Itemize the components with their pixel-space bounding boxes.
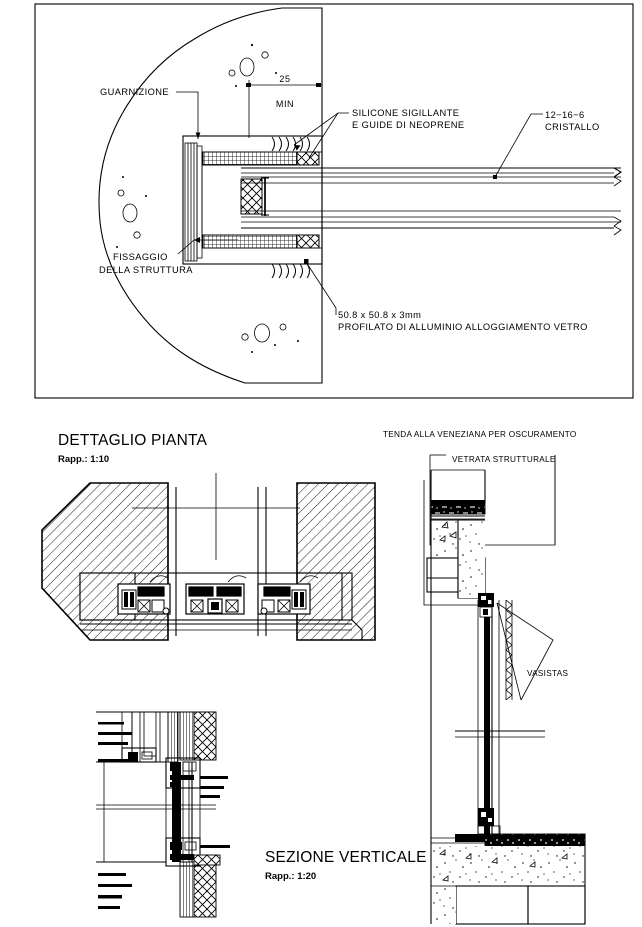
label-profilato-1: 50.8 x 50.8 x 3mm (338, 310, 421, 320)
label-profilato-2: PROFILATO DI ALLUMINIO ALLOGGIAMENTO VET… (338, 322, 588, 332)
label-vetrata-strutturale: VETRATA STRUTTURALE (452, 455, 556, 464)
venetian-blind-spring (505, 599, 513, 701)
top-detail-labels: GUARNIZIONE FISSAGGIO DELLA STRUTTURA SI… (99, 87, 600, 332)
label-silicone-1: SILICONE SIGILLANTE (352, 108, 459, 118)
neoprene-coil-lower (271, 263, 310, 279)
leader-lines (176, 91, 543, 315)
plan-detail-title: DETTAGLIO PIANTA (58, 432, 207, 449)
label-fissaggio-2: DELLA STRUTTURA (99, 265, 193, 275)
vertical-section-drawing: TENDA ALLA VENEZIANA PER OSCURAMENTO VET… (383, 430, 586, 925)
label-cristallo-2: CRISTALLO (545, 122, 600, 132)
concrete-wall-mass (98, 7, 323, 384)
dimension-note: MIN (276, 99, 294, 109)
lower-slab-aggregate (439, 849, 568, 882)
wall-section-detail (96, 711, 230, 918)
label-vasistas: VASISTAS (527, 669, 568, 678)
label-cristallo-1: 12−16−6 (545, 110, 585, 120)
aluminium-profile-assembly (182, 135, 323, 279)
mullion-sections (117, 583, 311, 615)
fixing-plates (184, 142, 203, 262)
vertical-section-leaders (423, 454, 556, 606)
section-sill-node (165, 837, 201, 867)
aggregate-marks (116, 43, 299, 353)
label-tenda-veneziana: TENDA ALLA VENEZIANA PER OSCURAMENTO (383, 430, 577, 439)
dimension-value: 25 (279, 74, 290, 84)
plan-detail-scale: Rapp.: 1:10 (58, 454, 109, 465)
dimension-25-min: 25 MIN (246, 74, 322, 138)
section-head-node (165, 757, 201, 789)
plan-gasket-hooks (149, 575, 319, 583)
slab-aggregate (439, 521, 457, 542)
vertical-section-title: SEZIONE VERTICALE (265, 849, 427, 866)
neoprene-coil-upper (271, 136, 310, 152)
section-leaders-left (98, 722, 138, 909)
label-guarnizione: GUARNIZIONE (100, 87, 169, 97)
vasistas-swing (496, 602, 554, 701)
vertical-section-scale: Rapp.: 1:20 (265, 871, 316, 882)
label-silicone-2: E GUIDE DI NEOPRENE (352, 120, 464, 130)
label-fissaggio-1: FISSAGGIO (113, 252, 168, 262)
top-detail-frame (34, 3, 634, 399)
plan-detail-drawing (41, 473, 376, 641)
glass-panes (241, 167, 623, 236)
